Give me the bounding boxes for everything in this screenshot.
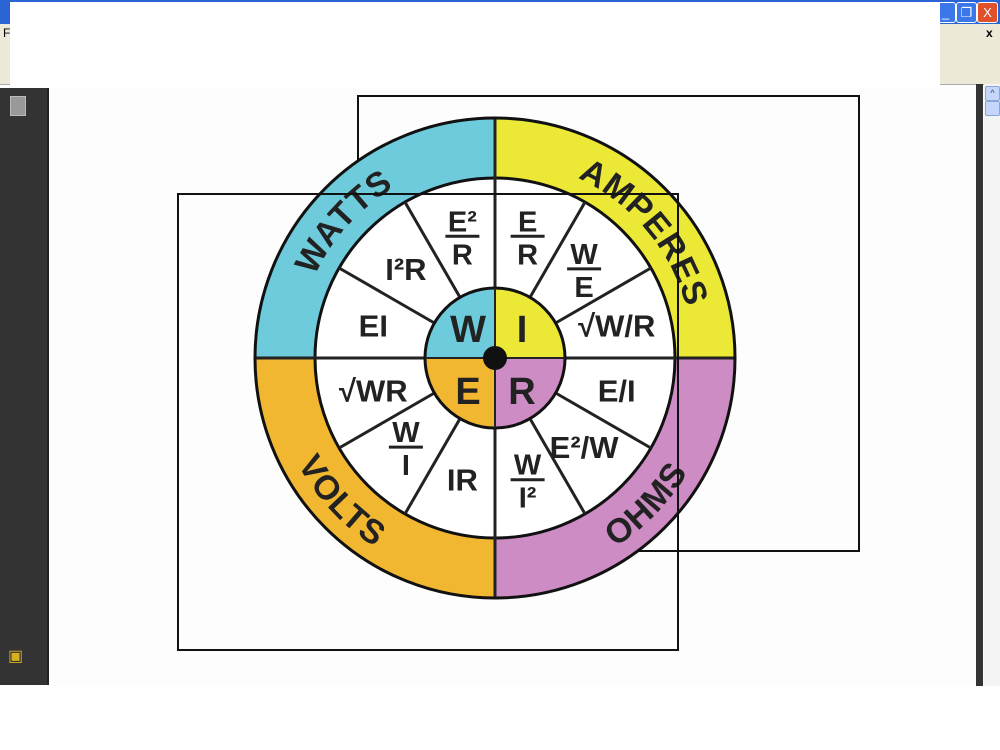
formula-watts: E²R: [445, 206, 480, 271]
formula-text: E/I: [598, 374, 636, 409]
restore-button[interactable]: ❐: [956, 2, 977, 23]
spoke-line: [338, 391, 436, 450]
center-dot: [483, 346, 507, 370]
formula-denominator: R: [517, 239, 538, 271]
white-overlay: [10, 2, 940, 88]
formula-text: IR: [447, 463, 478, 498]
formula-text: E²/W: [550, 430, 620, 465]
formula-ohms: WI²: [510, 450, 545, 515]
formula-numerator: W: [514, 450, 542, 482]
formula-denominator: R: [452, 239, 473, 271]
formula-volts: IR: [447, 463, 478, 498]
formula-amperes: ER: [510, 206, 545, 271]
formula-numerator: E: [518, 206, 537, 238]
frame-rectangle-left: [177, 193, 679, 651]
formula-text: √WR: [339, 374, 408, 409]
spoke-line: [554, 266, 652, 325]
formula-numerator: W: [570, 239, 598, 271]
white-overlay-bottom: [0, 686, 1000, 750]
spoke-line: [554, 391, 652, 450]
center-quadrant-E: [425, 358, 495, 428]
panel-divider: [976, 84, 983, 691]
spoke-line: [403, 201, 462, 299]
spoke-line: [338, 266, 436, 325]
formula-watts: EI: [359, 308, 388, 343]
vertical-scrollbar[interactable]: ^: [984, 84, 1000, 690]
formula-numerator: W: [392, 417, 420, 449]
outer-circle: [253, 116, 737, 600]
navigation-sidebar: [0, 88, 49, 685]
quantity-symbol-W: W: [450, 309, 486, 351]
quantity-symbol-I: I: [517, 309, 528, 351]
formula-amperes: √W/R: [578, 308, 655, 343]
spoke-line: [403, 417, 462, 515]
formula-watts: I²R: [385, 252, 426, 287]
center-quadrant-W: [425, 288, 495, 358]
formula-denominator: E: [574, 272, 593, 304]
spoke-line: [528, 417, 587, 515]
spoke-line: [528, 201, 587, 299]
comments-icon[interactable]: ▣: [8, 648, 24, 665]
formula-numerator: E²: [448, 206, 477, 238]
formula-denominator: I: [402, 450, 410, 482]
formula-text: I²R: [385, 252, 426, 287]
formula-ohms: E²/W: [550, 430, 620, 465]
formula-ohms: E/I: [598, 374, 636, 409]
quantity-symbol-R: R: [508, 371, 535, 413]
formula-text: √W/R: [578, 308, 655, 343]
pages-icon[interactable]: [10, 96, 26, 116]
formula-text: EI: [359, 308, 388, 343]
formula-denominator: I²: [519, 483, 537, 515]
close-document-button[interactable]: x: [986, 26, 993, 40]
formula-volts: √WR: [339, 374, 408, 409]
formula-volts: WI: [388, 417, 423, 482]
quantity-symbol-E: E: [455, 371, 480, 413]
close-window-button[interactable]: X: [977, 2, 998, 23]
center-quadrant-I: [495, 288, 565, 358]
formula-amperes: WE: [567, 239, 602, 304]
center-quadrant-R: [495, 358, 565, 428]
menu-file[interactable]: F: [3, 26, 11, 40]
